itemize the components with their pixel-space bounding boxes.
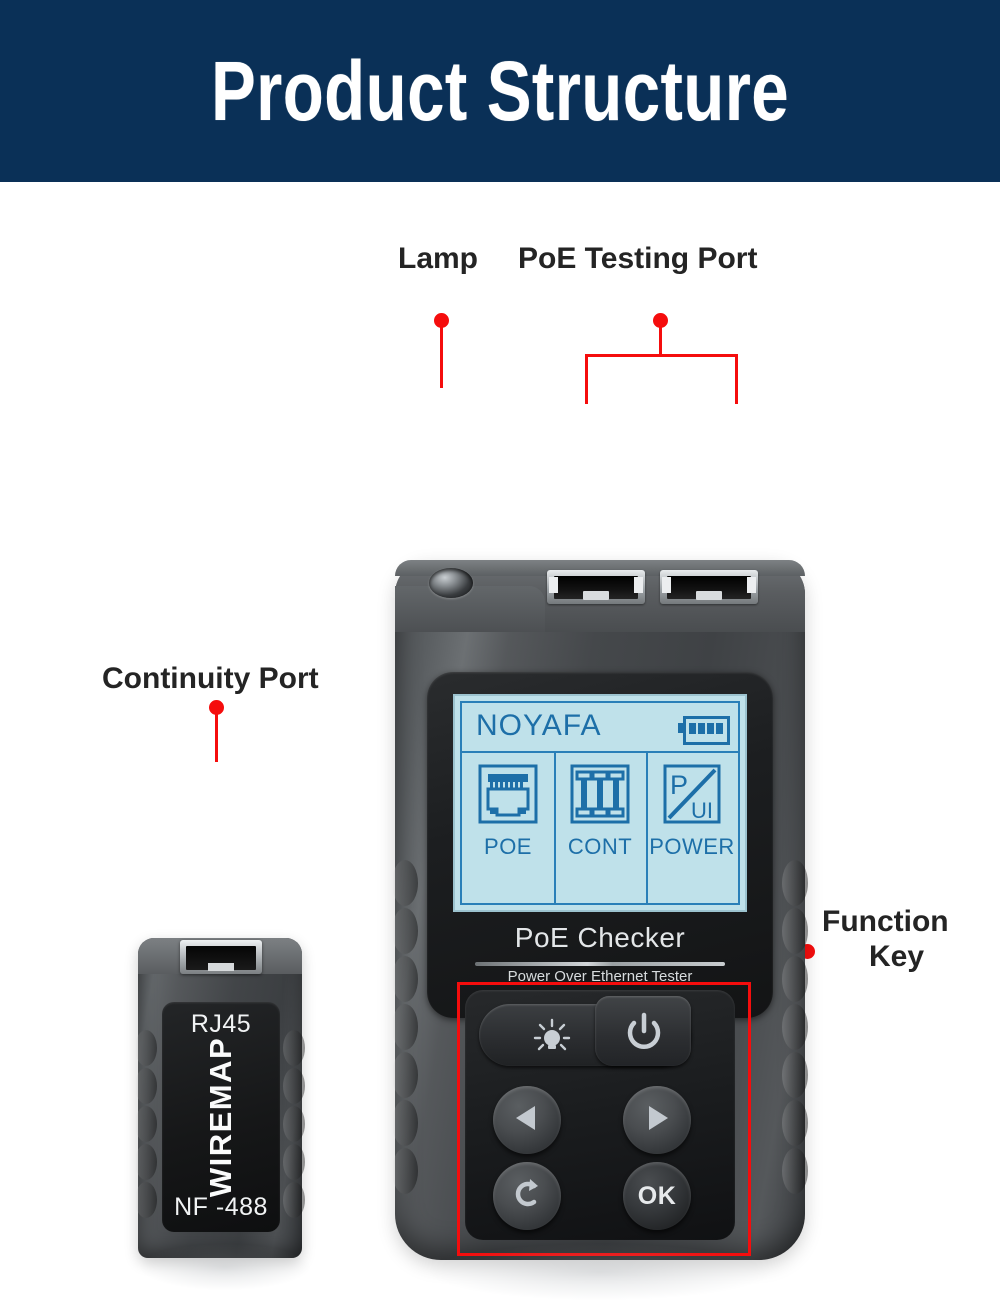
header-banner: Product Structure [0,0,1000,182]
wiremap-remote-unit: RJ45 WIREMAP NF -488 [130,920,310,1260]
callout-line-continuity [215,707,218,762]
callout-label-function-key-line2: Key [869,940,925,973]
power-pui-icon: P UI [661,763,723,830]
lightbulb-icon [531,1014,573,1061]
rj45-jack-icon [477,763,539,830]
device-reflection [430,1244,770,1300]
continuity-bars-icon [569,763,631,830]
svg-text:P: P [670,770,688,800]
poe-testing-port-1[interactable] [547,570,645,604]
remote-label-wiremap: WIREMAP [203,1036,239,1198]
callout-label-function-key-line1: Function [822,905,949,938]
device-model-subtitle: Power Over Ethernet Tester [507,968,693,985]
lcd-menu: POE [462,751,738,903]
product-diagram-stage: Lamp PoE Testing Port Continuity Port Fu… [0,182,1000,1300]
device-faceplate: NOYAFA [427,672,773,1018]
lcd-menu-item-poe[interactable]: POE [462,753,554,903]
lcd-status-bar: NOYAFA [462,703,738,753]
remote-label-model: NF -488 [174,1193,268,1221]
callout-label-poe-testing: PoE Testing Port [518,242,758,275]
callout-line-poe-drop-left [585,354,588,404]
remote-grip-ribs-left [135,1030,157,1220]
callout-line-poe-bracket [585,354,738,357]
device-shoulder-step [395,586,545,632]
callout-label-lamp: Lamp [398,242,479,275]
remote-label-rj45: RJ45 [190,1010,252,1038]
left-key[interactable] [493,1086,561,1154]
callout-line-lamp [440,320,443,388]
device-model-name: PoE Checker [514,922,686,953]
callout-line-poe-stem [659,320,662,356]
svg-text:UI: UI [691,798,713,823]
power-icon [623,1012,665,1059]
triangle-right-icon [640,1101,674,1140]
remote-grip-ribs-right [283,1030,305,1220]
right-key[interactable] [623,1086,691,1154]
page-title: Product Structure [210,43,790,138]
lcd-screen: NOYAFA [455,696,745,910]
lcd-menu-item-cont[interactable]: CONT [554,751,646,903]
lcd-inner-frame: NOYAFA [460,701,740,905]
callout-line-poe-drop-right [735,354,738,404]
continuity-port[interactable] [180,940,262,974]
callout-label-continuity: Continuity Port [102,662,319,695]
triangle-left-icon [510,1101,544,1140]
poe-testing-port-2[interactable] [660,570,758,604]
remote-reflection [140,1244,310,1290]
lcd-brand-text: NOYAFA [476,709,602,742]
function-key-highlight-box [457,982,751,1256]
power-key[interactable] [595,996,691,1066]
model-divider [475,962,725,966]
grip-ribs-left [392,860,418,1194]
poe-checker-device: NOYAFA [392,560,808,1260]
remote-faceplate: RJ45 WIREMAP NF -488 [162,1002,280,1232]
lcd-menu-item-power[interactable]: P UI POWER [646,751,738,903]
grip-ribs-right [782,860,808,1194]
lcd-menu-label-power: POWER [649,834,735,859]
lcd-menu-label-cont: CONT [567,834,633,859]
battery-icon [678,716,730,745]
lamp-led [429,568,473,598]
lcd-menu-label-poe: POE [484,834,532,859]
